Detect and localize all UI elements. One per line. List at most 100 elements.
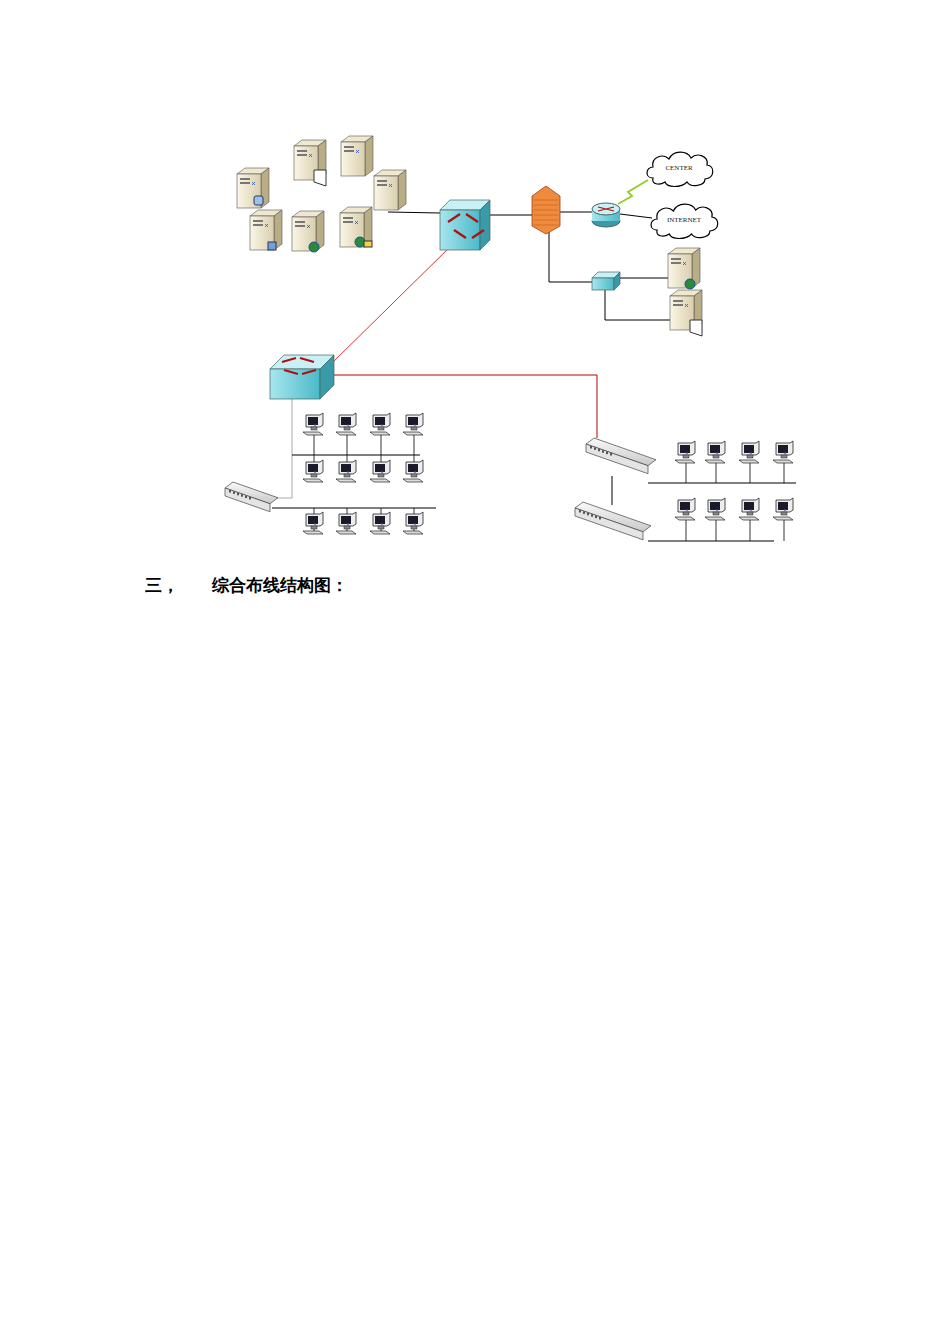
pc-mark — [314, 523, 316, 525]
monitor — [776, 441, 793, 455]
section-heading: 综合布线结构图： — [212, 574, 348, 597]
drop-wire — [414, 455, 415, 462]
server-mark — [389, 184, 392, 187]
pc-icon — [705, 498, 725, 520]
hub-port — [591, 514, 593, 517]
stand — [781, 455, 787, 458]
server-icon — [341, 136, 373, 176]
server-front — [340, 213, 364, 247]
server-bay — [253, 220, 263, 222]
screen — [680, 445, 690, 453]
stand — [747, 455, 753, 458]
screen — [710, 502, 720, 510]
server-bay — [295, 221, 305, 223]
pc-icon — [403, 460, 423, 482]
pc-mark — [784, 452, 786, 454]
switch-icon — [270, 355, 334, 399]
server-icon — [374, 170, 406, 210]
pc-icon — [303, 413, 323, 435]
stand — [311, 427, 317, 430]
cloud-text-wrap: INTERNET — [647, 200, 720, 240]
screen — [778, 445, 788, 453]
pc-icon — [336, 512, 356, 534]
server-bay — [671, 262, 681, 264]
drop-wire — [716, 463, 717, 483]
pc-icon — [739, 441, 759, 463]
keyboard — [739, 460, 759, 463]
server-bay — [343, 221, 353, 223]
server-icon — [670, 290, 702, 336]
keyboard — [303, 479, 323, 482]
pc-mark — [381, 424, 383, 426]
server-icon — [294, 140, 326, 186]
hub-front — [225, 488, 270, 512]
switch-arrows — [448, 214, 484, 238]
pc-mark — [347, 424, 349, 426]
brick-line — [534, 200, 558, 201]
monitor — [406, 460, 423, 474]
hub-port — [610, 453, 612, 456]
monitor — [373, 413, 390, 427]
keyboard — [303, 432, 323, 435]
monitor — [406, 413, 423, 427]
hub-port — [579, 510, 581, 513]
doc-badge — [268, 242, 276, 250]
screen — [408, 516, 418, 524]
server-bay — [297, 154, 307, 156]
pc-mark — [347, 523, 349, 525]
keyboard — [675, 517, 695, 520]
monitor — [678, 498, 695, 512]
cloud-shape — [652, 204, 719, 238]
server-side — [364, 207, 372, 247]
hub-port — [590, 446, 592, 449]
drop-wire — [686, 520, 687, 541]
server-bay — [673, 304, 683, 306]
server-bay — [673, 300, 683, 302]
server-mark — [309, 154, 312, 157]
server-bay — [240, 182, 250, 184]
brick-line — [534, 205, 558, 206]
mail-badge — [364, 241, 372, 247]
monitor — [339, 460, 356, 474]
drop-wire — [347, 435, 348, 455]
switch-front — [440, 210, 480, 250]
stand — [378, 474, 384, 477]
pc-icon — [739, 498, 759, 520]
hub-port — [602, 450, 604, 453]
keyboard — [370, 531, 390, 534]
keyboard — [336, 432, 356, 435]
server-bay — [377, 184, 387, 186]
hub-port — [237, 493, 239, 496]
pc-mark — [784, 509, 786, 511]
keyboard — [403, 479, 423, 482]
hub-port — [233, 491, 235, 494]
keyboard — [705, 517, 725, 520]
screen — [375, 464, 385, 472]
pc-icon — [303, 512, 323, 534]
switch-side — [320, 355, 334, 399]
stand — [713, 455, 719, 458]
hub-port — [229, 490, 231, 493]
server-bay — [344, 146, 354, 148]
monitor — [776, 498, 793, 512]
firewall-icon — [532, 186, 560, 234]
server-icon — [340, 207, 372, 247]
screen — [710, 445, 720, 453]
stand — [344, 474, 350, 477]
monitor — [406, 512, 423, 526]
keyboard — [773, 517, 793, 520]
monitor — [373, 460, 390, 474]
monitor — [678, 441, 695, 455]
hub-icon — [575, 502, 651, 540]
drop-wire — [750, 463, 751, 483]
monitor — [339, 512, 356, 526]
server-front — [341, 142, 365, 176]
pc-mark — [381, 523, 383, 525]
drop-wire — [347, 455, 348, 462]
pc-mark — [381, 471, 383, 473]
stand — [411, 474, 417, 477]
pc-mark — [347, 471, 349, 473]
pc-mark — [414, 471, 416, 473]
pc-icon — [705, 441, 725, 463]
